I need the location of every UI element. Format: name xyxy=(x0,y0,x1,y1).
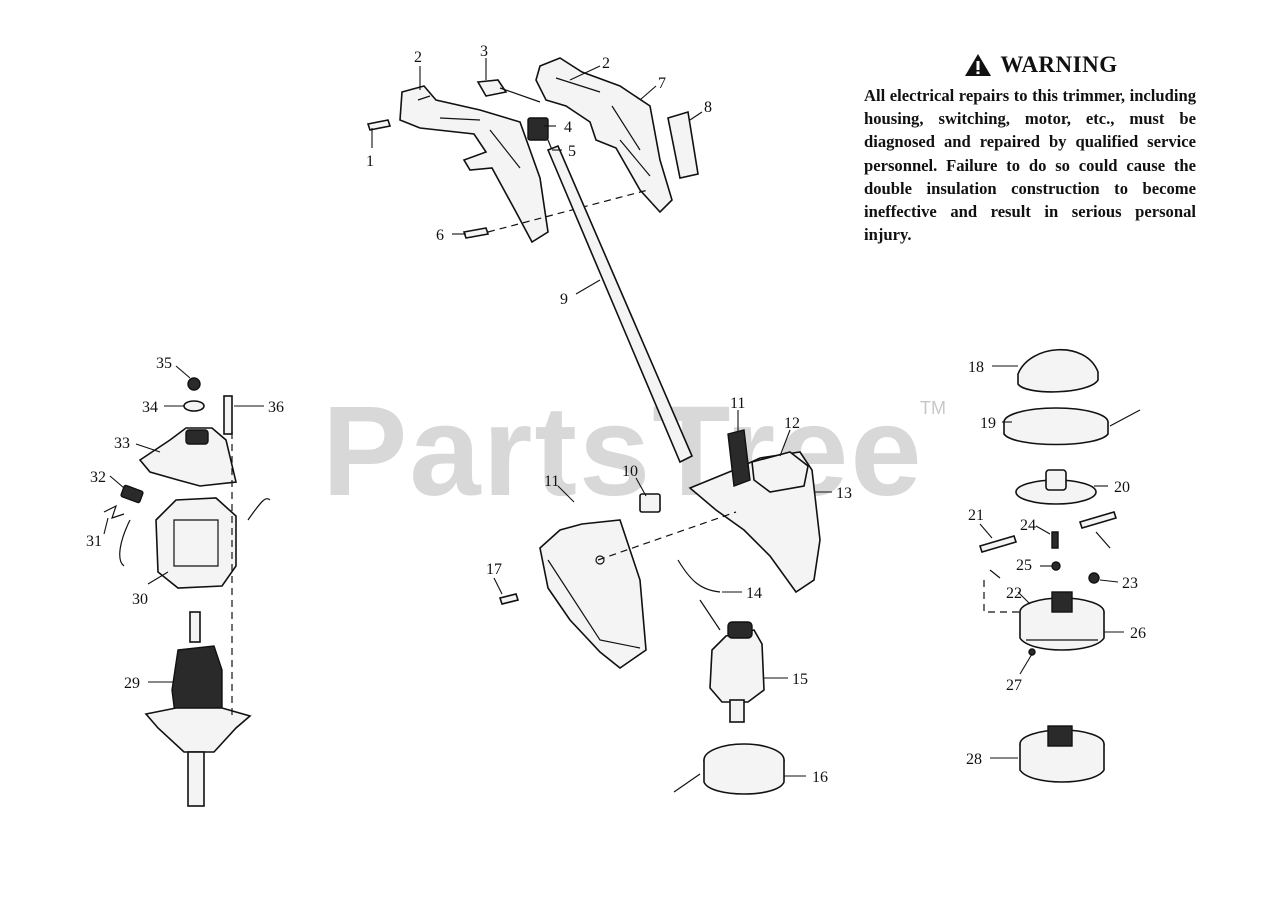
motor-top[interactable] xyxy=(727,621,753,639)
trademark-mark: TM xyxy=(920,398,946,418)
callout-22: 22 xyxy=(1006,585,1022,602)
callout-8: 8 xyxy=(704,99,712,116)
spool-head-assembly xyxy=(978,348,1141,783)
callout-2-right: 2 xyxy=(602,55,610,72)
warning-body-text: All electrical repairs to this trimmer, … xyxy=(864,86,1196,245)
armature-fan[interactable] xyxy=(144,707,252,753)
callout-19: 19 xyxy=(980,415,996,432)
switch-part[interactable] xyxy=(476,79,508,97)
callout-30: 30 xyxy=(132,591,148,608)
handle-left-half[interactable] xyxy=(399,85,549,244)
callout-3: 3 xyxy=(480,43,488,60)
warning-heading: WARNING xyxy=(1000,52,1118,77)
part-23[interactable] xyxy=(1088,572,1100,584)
callout-11-right: 11 xyxy=(730,395,745,412)
handle-right-half[interactable] xyxy=(535,57,673,214)
callout-11-left: 11 xyxy=(544,473,559,490)
nut-35[interactable] xyxy=(187,377,201,391)
part-24[interactable] xyxy=(1051,531,1059,549)
screw-1[interactable] xyxy=(366,119,392,131)
handle-assembly xyxy=(366,57,699,244)
bolt-36[interactable] xyxy=(223,395,233,435)
callout-23: 23 xyxy=(1122,575,1138,592)
housing-cap[interactable] xyxy=(751,451,809,493)
parts-tree-watermark: PartsTree xyxy=(322,380,924,523)
end-bracket-33[interactable] xyxy=(138,427,237,487)
washer-34[interactable] xyxy=(183,400,205,412)
armature-shaft[interactable] xyxy=(189,611,201,643)
warning-heading-row: WARNING xyxy=(886,52,1196,78)
pin-22[interactable] xyxy=(1078,511,1118,529)
callout-13: 13 xyxy=(836,485,852,502)
guard-shield[interactable] xyxy=(539,519,647,669)
callout-31: 31 xyxy=(86,533,102,550)
callout-15: 15 xyxy=(792,671,808,688)
callout-4: 4 xyxy=(564,119,572,136)
screw-17[interactable] xyxy=(498,593,520,605)
housing-insert[interactable] xyxy=(727,429,751,487)
callout-12: 12 xyxy=(784,415,800,432)
brush-32[interactable] xyxy=(120,484,144,504)
callout-32: 32 xyxy=(90,469,106,486)
callout-14: 14 xyxy=(746,585,762,602)
motor-assembly xyxy=(103,377,271,807)
callout-35: 35 xyxy=(156,355,172,372)
callout-20: 20 xyxy=(1114,479,1130,496)
callout-7: 7 xyxy=(658,75,666,92)
callout-33: 33 xyxy=(114,435,130,452)
callout-5: 5 xyxy=(568,143,576,160)
warning-notice: WARNING All electrical repairs to this t… xyxy=(864,52,1196,246)
callout-25: 25 xyxy=(1016,557,1032,574)
callout-24: 24 xyxy=(1020,517,1036,534)
callout-29: 29 xyxy=(124,675,140,692)
clip-part-10[interactable] xyxy=(639,493,661,513)
callout-1: 1 xyxy=(366,153,374,170)
callout-16: 16 xyxy=(812,769,828,786)
screw-6[interactable] xyxy=(462,227,490,239)
callout-36: 36 xyxy=(268,399,284,416)
switch-block[interactable] xyxy=(527,117,549,141)
callout-2-left: 2 xyxy=(414,49,422,66)
warning-triangle-icon xyxy=(965,54,992,76)
shaft-tube[interactable] xyxy=(546,144,694,464)
motor-shaft[interactable] xyxy=(729,699,745,723)
leader-lines xyxy=(103,58,1124,777)
callout-numbers: 1 2 3 2 4 5 6 7 8 9 11 11 10 12 13 17 14… xyxy=(86,43,1146,786)
motor-part-15[interactable] xyxy=(709,629,765,703)
callout-27: 27 xyxy=(1006,677,1022,694)
callout-26: 26 xyxy=(1130,625,1146,642)
callout-10: 10 xyxy=(622,463,638,480)
callout-6: 6 xyxy=(436,227,444,244)
callout-18: 18 xyxy=(968,359,984,376)
guard-housing-assembly xyxy=(498,429,821,795)
callout-9: 9 xyxy=(560,291,568,308)
callout-21: 21 xyxy=(968,507,984,524)
callout-28: 28 xyxy=(966,751,982,768)
callout-34: 34 xyxy=(142,399,158,416)
label-part-8[interactable] xyxy=(667,110,699,179)
spool-cap-18[interactable] xyxy=(1017,348,1099,393)
pin-21[interactable] xyxy=(978,535,1018,553)
part-25[interactable] xyxy=(1051,561,1061,571)
callout-17: 17 xyxy=(486,561,502,578)
stator-30[interactable] xyxy=(155,497,237,589)
